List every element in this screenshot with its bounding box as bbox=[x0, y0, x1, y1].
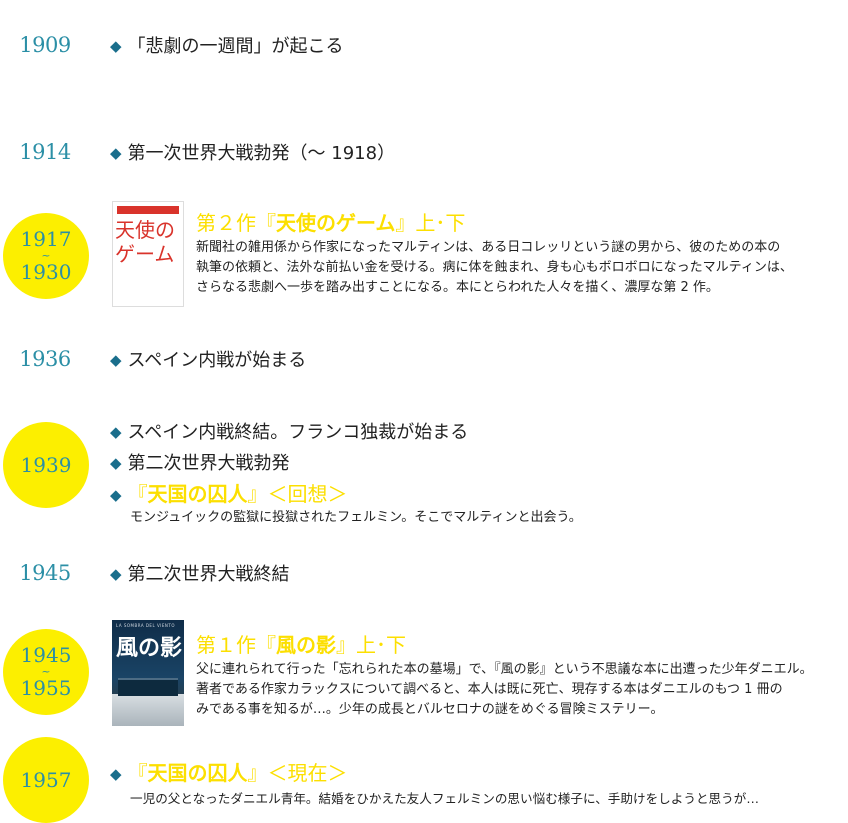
event-text: 第二次世界大戦終結 bbox=[127, 564, 290, 585]
book-title: 第２作『天使のゲーム』上･下 bbox=[196, 207, 465, 236]
book-cover-shadow-of-the-wind[interactable]: LA SOMBRA DEL VIENTO 風の影 bbox=[112, 620, 184, 726]
book-prefix: 第１作『 bbox=[196, 633, 276, 657]
year-label: 1936 bbox=[19, 347, 71, 371]
diamond-icon: ◆ bbox=[110, 351, 122, 369]
book-title-text: 風の影 bbox=[276, 633, 336, 657]
year-text: 1957 bbox=[20, 767, 72, 792]
event-item: ◆ 「悲劇の一週間」が起こる bbox=[110, 32, 344, 58]
diamond-icon: ◆ bbox=[110, 423, 122, 441]
book-prefix: 『 bbox=[127, 761, 148, 785]
book-title-text: 天使のゲーム bbox=[276, 211, 396, 235]
event-item: ◆ スペイン内戦が始まる bbox=[110, 346, 306, 372]
diamond-icon: ◆ bbox=[110, 144, 122, 162]
year-end: 1955 bbox=[20, 676, 72, 700]
book-prefix: 第２作『 bbox=[196, 211, 276, 235]
year-text: 1939 bbox=[20, 452, 72, 477]
book-suffix: 』上･下 bbox=[395, 211, 466, 235]
book-description: モンジュイックの監獄に投獄されたフェルミン。そこでマルティンと出会う。 bbox=[130, 510, 582, 525]
year-label: 1914 bbox=[19, 140, 71, 164]
event-item: ◆ スペイン内戦終結。フランコ独裁が始まる bbox=[110, 418, 468, 444]
cover-title: 天使のゲーム bbox=[115, 218, 175, 266]
cover-top-text: LA SOMBRA DEL VIENTO bbox=[116, 623, 175, 628]
year-separator: ~ bbox=[41, 249, 51, 262]
cover-title: 風の影 bbox=[116, 636, 183, 661]
book-suffix: 』＜回想＞ bbox=[247, 482, 348, 506]
diamond-icon: ◆ bbox=[110, 565, 122, 583]
book-description: 新聞社の雑用係から作家になったマルティンは、ある日コレッリという謎の男から、彼の… bbox=[196, 240, 793, 295]
book-title: ◆ 『天国の囚人』＜回想＞ bbox=[110, 478, 348, 507]
book-suffix: 』＜現在＞ bbox=[247, 761, 348, 785]
year-label: 1945 bbox=[19, 561, 71, 585]
book-title-text: 天国の囚人 bbox=[147, 482, 248, 506]
event-item: ◆ 第二次世界大戦終結 bbox=[110, 560, 290, 586]
diamond-icon: ◆ bbox=[110, 37, 122, 55]
year-separator: ~ bbox=[41, 665, 51, 678]
book-description: 一児の父となったダニエル青年。結婚をひかえた友人フェルミンの思い悩む様子に、手助… bbox=[130, 791, 759, 806]
event-text: スペイン内戦終結。フランコ独裁が始まる bbox=[127, 422, 469, 443]
year-start: 1917 bbox=[20, 227, 72, 251]
event-text: スペイン内戦が始まる bbox=[127, 350, 307, 371]
year-range-badge: 1945 ~ 1955 bbox=[3, 629, 89, 715]
diamond-icon: ◆ bbox=[110, 486, 122, 504]
book-title-text: 天国の囚人 bbox=[147, 761, 248, 785]
year-range-badge: 1917 ~ 1930 bbox=[3, 213, 89, 299]
year-end: 1930 bbox=[20, 260, 72, 284]
book-suffix: 』上･下 bbox=[336, 633, 406, 657]
book-prefix: 『 bbox=[127, 482, 148, 506]
diamond-icon: ◆ bbox=[110, 765, 122, 783]
event-text: 第二次世界大戦勃発 bbox=[127, 453, 290, 474]
book-title: 第１作『風の影』上･下 bbox=[196, 629, 406, 658]
book-description: 父に連れられて行った「忘れられた本の墓場」で、『風の影』という不思議な本に出遭っ… bbox=[196, 662, 813, 717]
event-text: 第一次世界大戦勃発（〜 1918） bbox=[127, 143, 396, 164]
year-label: 1909 bbox=[19, 33, 71, 57]
event-text: 「悲劇の一週間」が起こる bbox=[127, 36, 344, 57]
book-cover-angels-game[interactable]: 天使のゲーム bbox=[112, 201, 184, 307]
book-title: ◆ 『天国の囚人』＜現在＞ bbox=[110, 757, 348, 786]
diamond-icon: ◆ bbox=[110, 454, 122, 472]
year-badge: 1957 bbox=[3, 737, 89, 823]
year-start: 1945 bbox=[20, 643, 72, 667]
event-item: ◆ 第一次世界大戦勃発（〜 1918） bbox=[110, 139, 395, 165]
event-item: ◆ 第二次世界大戦勃発 bbox=[110, 449, 290, 475]
year-badge: 1939 bbox=[3, 422, 89, 508]
